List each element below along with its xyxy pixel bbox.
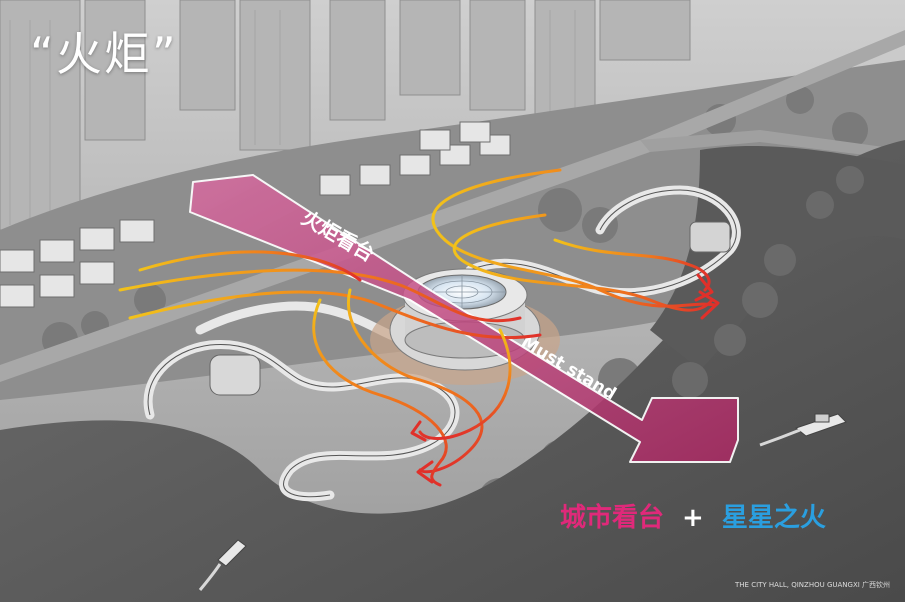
boat bbox=[759, 413, 847, 447]
caption: 城市看台 + 星星之火 bbox=[560, 497, 826, 534]
flame-lines bbox=[118, 168, 717, 487]
caption-right: 星星之火 bbox=[721, 503, 826, 533]
stand-band bbox=[189, 174, 739, 463]
credit-text: THE CITY HALL, QINZHOU GUANGXI 广西钦州 bbox=[735, 581, 891, 589]
page-title: “火炬” bbox=[30, 27, 178, 81]
caption-left: 城市看台 bbox=[560, 503, 665, 533]
boat bbox=[198, 539, 247, 591]
caption-plus: + bbox=[682, 503, 704, 533]
